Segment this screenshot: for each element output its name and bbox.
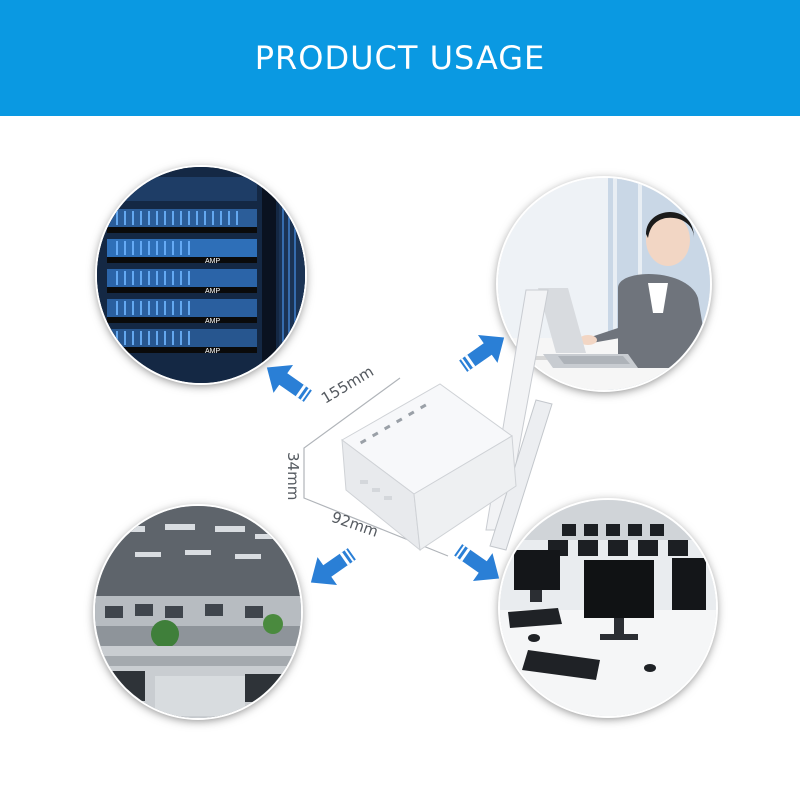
header-banner: PRODUCT USAGE [0,0,800,116]
panel-label: AMP [205,288,221,295]
arrow-down-left-icon [310,548,356,585]
router-side [413,435,517,551]
panel-label: AMP [205,318,221,325]
status-leds [359,403,427,445]
dimension-height: 34mm [284,452,302,501]
panel-label: AMP [205,258,221,265]
page-title: PRODUCT USAGE [254,39,546,77]
router-illustration [303,289,553,557]
arrow-up-left-icon [266,365,312,402]
panel-label: AMP [205,348,221,355]
dimension-lines [303,377,449,557]
antenna [489,399,553,551]
arrow-down-right-icon [454,544,500,581]
server-rack-photo: AMP AMP AMP AMP [97,167,305,383]
open-office-photo [95,506,301,718]
arrow-up-right-icon [459,335,505,372]
